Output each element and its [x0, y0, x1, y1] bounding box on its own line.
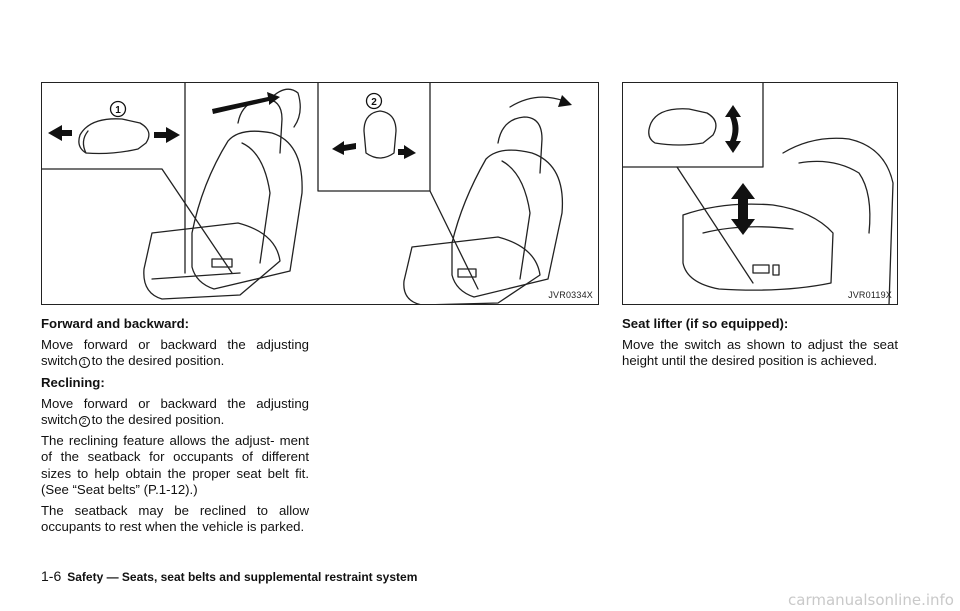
reclining-feature-text: The reclining feature allows the adjust-… [41, 433, 309, 497]
lifter-seat-cushion [682, 203, 834, 291]
seat-2-switch [457, 268, 477, 278]
lifter-callout-panel [676, 83, 764, 168]
heading-seat-lifter: Seat lifter (if so equipped): [622, 316, 789, 331]
switch-1-knob [78, 118, 150, 155]
section-title: Safety — Seats, seat belts and supplemen… [67, 570, 418, 584]
lifter-switch-knob [648, 108, 717, 146]
callout-1-circle [109, 100, 127, 118]
marker-1: 1 [78, 357, 90, 369]
seat-1-back [191, 130, 303, 290]
callout-line-2 [429, 190, 479, 290]
figure-code-left: JVR0334X [548, 290, 593, 300]
reclining-text-after: to the desired position. [91, 412, 225, 428]
seat-2-cushion [403, 236, 541, 304]
forward-text-before: Move forward or backward the adjusting s… [41, 337, 309, 369]
page-footer: 1-6 Safety — Seats, seat belts and supple… [41, 568, 417, 584]
callout-2-label: 2 [371, 97, 377, 108]
callout-panel-2 [317, 83, 431, 192]
seat-lifter-text: Move the switch as shown to adjust the s… [622, 337, 898, 369]
arrow-back-icon [332, 141, 356, 155]
recline-arrow-icon [558, 95, 572, 107]
up-down-arrow-icon [731, 183, 755, 235]
forward-text-after: to the desired position. [91, 353, 225, 369]
seat-2-back [451, 149, 564, 298]
heading-reclining: Reclining: [41, 374, 105, 390]
seat-2-headrest [497, 116, 543, 174]
watermark: carmanualsonline.info [788, 591, 954, 609]
arrow-right-icon [154, 127, 180, 143]
arrow-forward-icon [398, 145, 416, 159]
rotate-arrow-icon [725, 105, 741, 153]
arrow-left-icon [48, 125, 72, 141]
reclining-instructions: Move forward or backward the adjusting s… [41, 396, 309, 428]
seat-1-cushion [143, 222, 281, 300]
forward-instructions: Move forward or backward the adjusting s… [41, 337, 309, 369]
seat-illustration-drawing: 1 2 [42, 83, 572, 304]
heading-forward-backward: Forward and backward: [41, 316, 190, 331]
callout-2-circle [365, 92, 383, 110]
seat-1-switch [211, 258, 233, 268]
callout-line-1 [42, 168, 233, 274]
lifter-switch-small [752, 264, 770, 274]
seat-adjust-illustration: 1 2 JVR0334X [41, 82, 599, 305]
seat-lifter-illustration: JVR0119X [622, 82, 898, 305]
right-text-column: Seat lifter (if so equipped): Move the s… [622, 316, 898, 375]
callout-1-label: 1 [115, 105, 121, 116]
page-number: 1-6 [41, 568, 62, 584]
left-text-column: Forward and backward: Move forward or ba… [41, 316, 309, 540]
lifter-callout-line [623, 166, 754, 284]
marker-2: 2 [78, 416, 90, 428]
seatback-note-text: The seatback may be reclined to allow oc… [41, 503, 309, 535]
slide-arrow-icon [212, 92, 280, 114]
switch-2-knob [363, 110, 397, 159]
lifter-seat-back [782, 137, 894, 304]
reclining-text-before: Move forward or backward the adjusting s… [41, 395, 309, 428]
seat-lifter-drawing [623, 83, 894, 304]
figure-code-right: JVR0119X [848, 290, 892, 300]
